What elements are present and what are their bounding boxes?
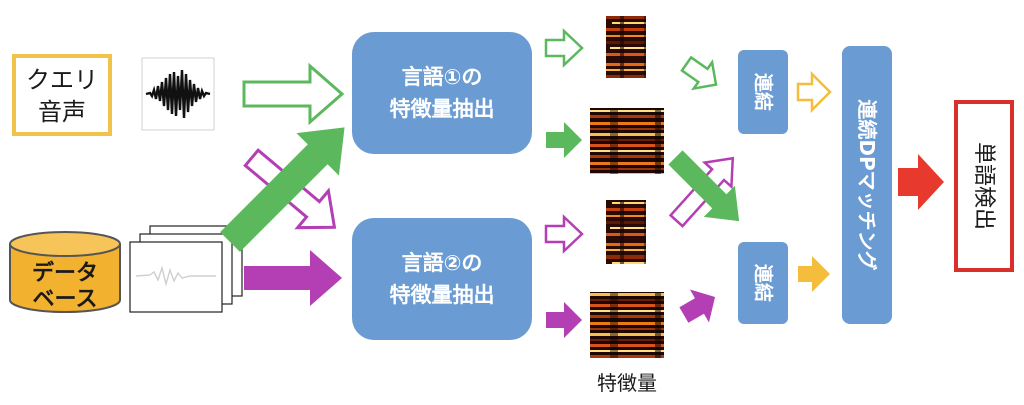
arrow-database-to-extractor2: [244, 250, 342, 306]
database-cylinder: [9, 231, 121, 313]
query-audio-label-1: クエリ: [26, 66, 98, 94]
database-label-1: データ: [32, 260, 98, 286]
database-label-2: ベース: [33, 287, 98, 312]
feature-extractor-1-label-1: 言語①の: [402, 65, 483, 89]
concat-bottom-box: [738, 242, 788, 324]
feature-extractor-2-label-2: 特徴量抽出: [390, 283, 495, 307]
arrow-feature-d1-to-concat-bottom: [668, 150, 740, 222]
arrow-extractor2-to-feature-d2: [546, 302, 582, 338]
feature-query-lang1: [606, 16, 646, 78]
arrow-extractor1-to-feature-d1: [546, 122, 582, 158]
arrow-dp-to-word-detection: [898, 154, 944, 210]
arrow-concat-bottom-to-dp: [798, 256, 830, 292]
query-audio-box: [12, 54, 112, 136]
arrow-database-to-extractor1: [220, 127, 345, 252]
arrow-extractor2-to-feature-q2: [544, 214, 584, 254]
feature-query-lang2: [606, 200, 646, 264]
feature-extractor-1-label-2: 特徴量抽出: [390, 97, 495, 121]
database-waveform-stack: [129, 225, 243, 313]
arrow-feature-q1-to-concat-top: [680, 55, 718, 91]
feature-database-lang2: [590, 292, 664, 358]
arrow-feature-d2-to-concat-bottom: [679, 289, 716, 323]
features-caption: 特徴量: [597, 371, 657, 395]
feature-database-lang1: [590, 108, 664, 174]
dp-matching-box: [842, 46, 892, 324]
query-audio-label-2: 音声: [38, 98, 86, 126]
word-detection-box: [954, 100, 1014, 272]
feature-extractor-2-box: [352, 218, 532, 340]
concat-top-label: 連結: [752, 73, 775, 111]
concat-top-box: [738, 50, 788, 134]
arrow-concat-top-to-dp: [796, 70, 832, 114]
feature-extractor-1-box: [352, 32, 532, 154]
query-waveform-icon: [141, 57, 215, 131]
arrow-extractor1-to-feature-q1: [544, 28, 584, 68]
feature-extractor-2-label-1: 言語②の: [402, 251, 483, 275]
dp-matching-label: 連続DPマッチング: [855, 99, 879, 270]
concat-bottom-label: 連結: [752, 264, 775, 302]
word-detection-label: 単語検出: [971, 142, 996, 230]
arrow-query-to-extractor1: [242, 62, 345, 126]
